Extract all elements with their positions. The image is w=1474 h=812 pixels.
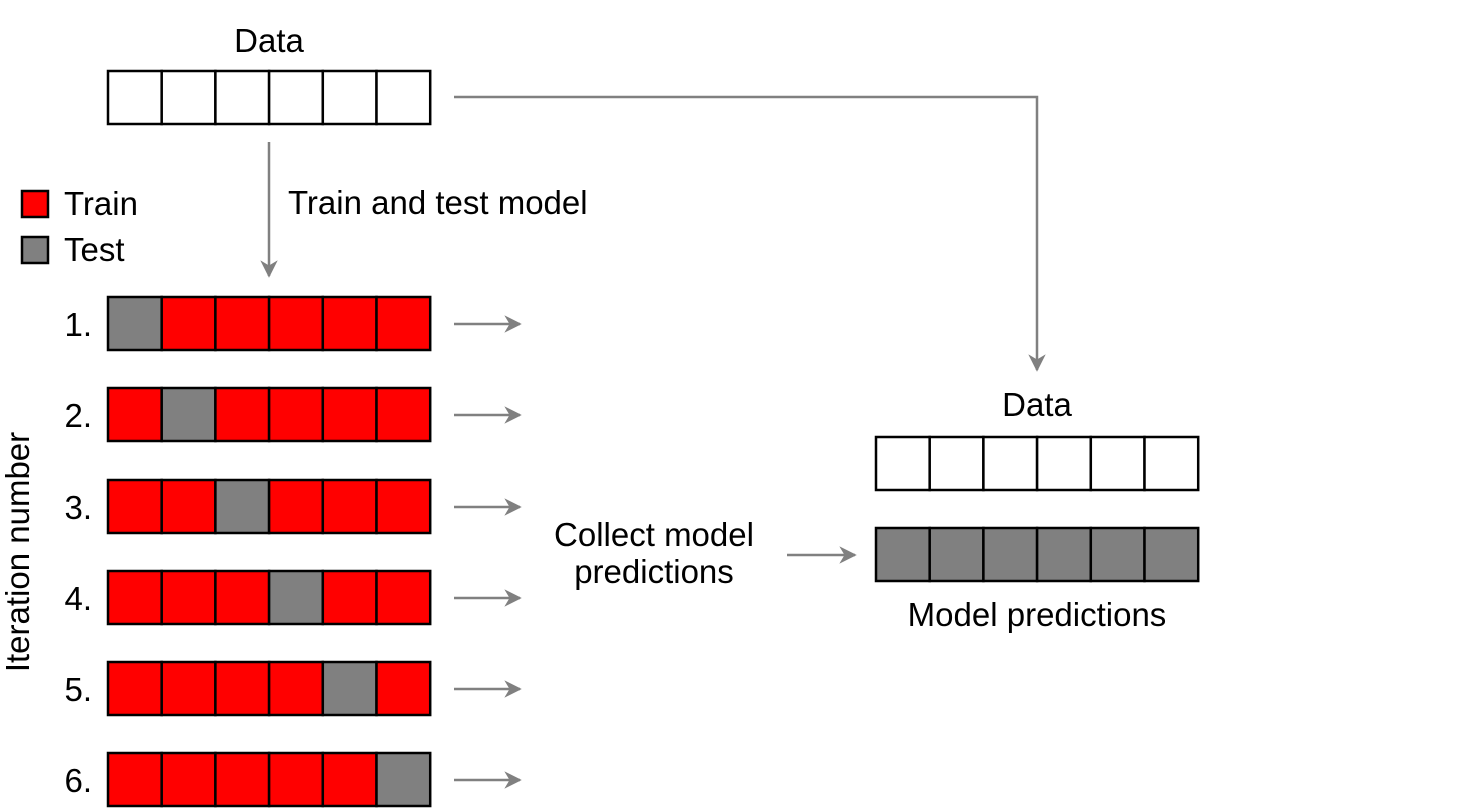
model-prediction-cell-6 <box>1143 526 1200 583</box>
iteration-6-cell-3 <box>214 751 271 808</box>
top-data-title: Data <box>234 22 304 59</box>
y-axis-label: Iteration number <box>0 432 36 672</box>
model-prediction-cell-4 <box>1035 526 1093 583</box>
legend-test-label: Test <box>64 231 125 268</box>
iteration-6-cell-1 <box>106 751 163 808</box>
iteration-3-cell-6 <box>375 478 432 535</box>
iteration-3-cell-5 <box>321 478 378 535</box>
top-data-cell-1 <box>106 69 163 126</box>
top-data-cell-4 <box>267 69 325 126</box>
iteration-2-cell-4 <box>267 386 325 443</box>
iteration-1-cell-3 <box>214 295 271 352</box>
iteration-5-cell-4 <box>267 660 325 717</box>
iteration-1-cell-1 <box>106 295 163 352</box>
iteration-label: 5. <box>64 671 92 708</box>
iteration-label: 3. <box>64 489 92 526</box>
split-label: Train and test model <box>288 184 588 221</box>
iteration-1-cell-5 <box>321 295 378 352</box>
top-data-cell-3 <box>214 69 271 126</box>
iteration-4-cell-1 <box>106 569 163 626</box>
iteration-2-cell-1 <box>106 386 163 443</box>
iteration-6-cell-6 <box>375 751 432 808</box>
result-data-cell-5 <box>1089 435 1146 492</box>
iteration-row-2: 2. <box>64 386 522 443</box>
top-data-cell-5 <box>321 69 378 126</box>
iteration-row-6: 6. <box>64 751 522 808</box>
iteration-5-cell-2 <box>160 660 217 717</box>
iteration-rows: 1. 2. 3. 4. 5. 6. <box>64 295 522 808</box>
iteration-label: 2. <box>64 397 92 434</box>
model-prediction-cell-5 <box>1089 526 1146 583</box>
result-data-cell-6 <box>1143 435 1200 492</box>
iteration-label: 6. <box>64 762 92 799</box>
iteration-3-cell-1 <box>106 478 163 535</box>
result-data-cell-4 <box>1035 435 1093 492</box>
iteration-3-cell-3 <box>214 478 271 535</box>
iteration-6-cell-4 <box>267 751 325 808</box>
iteration-2-cell-3 <box>214 386 271 443</box>
iteration-3-cell-2 <box>160 478 217 535</box>
iteration-1-cell-2 <box>160 295 217 352</box>
top-data-cell-2 <box>160 69 217 126</box>
iteration-5-cell-5 <box>321 660 378 717</box>
collect-label-line2: predictions <box>574 553 734 590</box>
iteration-4-cell-2 <box>160 569 217 626</box>
iteration-4-cell-5 <box>321 569 378 626</box>
iteration-row-4: 4. <box>64 569 522 626</box>
iteration-6-cell-2 <box>160 751 217 808</box>
iteration-4-cell-3 <box>214 569 271 626</box>
model-prediction-cell-2 <box>928 526 985 583</box>
iteration-5-cell-6 <box>375 660 432 717</box>
legend-train-swatch <box>20 189 50 219</box>
result-data-cell-1 <box>874 435 931 492</box>
iteration-2-cell-5 <box>321 386 378 443</box>
iteration-row-3: 3. <box>64 478 522 535</box>
model-prediction-cell-3 <box>982 526 1039 583</box>
iteration-row-1: 1. <box>64 295 522 352</box>
result-data-cell-3 <box>982 435 1039 492</box>
model-predictions-label: Model predictions <box>908 596 1167 633</box>
collect-label-line1: Collect model <box>554 516 754 553</box>
iteration-label: 4. <box>64 580 92 617</box>
result-data-title: Data <box>1002 386 1072 423</box>
iteration-5-cell-1 <box>106 660 163 717</box>
result-data-cell-2 <box>928 435 985 492</box>
iteration-1-cell-6 <box>375 295 432 352</box>
iteration-5-cell-3 <box>214 660 271 717</box>
model-prediction-cell-1 <box>874 526 931 583</box>
top-data-bar <box>106 69 432 126</box>
legend-train-label: Train <box>64 185 138 222</box>
iteration-4-cell-4 <box>267 569 325 626</box>
iteration-6-cell-5 <box>321 751 378 808</box>
iteration-3-cell-4 <box>267 478 325 535</box>
iteration-2-cell-6 <box>375 386 432 443</box>
model-predictions-bar <box>874 526 1200 583</box>
result-data-bar <box>874 435 1200 492</box>
iteration-label: 1. <box>64 306 92 343</box>
legend-test-swatch <box>20 235 50 265</box>
iteration-1-cell-4 <box>267 295 325 352</box>
iteration-2-cell-2 <box>160 386 217 443</box>
data-to-result-arrow <box>454 95 1046 372</box>
iteration-row-5: 5. <box>64 660 522 717</box>
iteration-4-cell-6 <box>375 569 432 626</box>
top-data-cell-6 <box>375 69 432 126</box>
